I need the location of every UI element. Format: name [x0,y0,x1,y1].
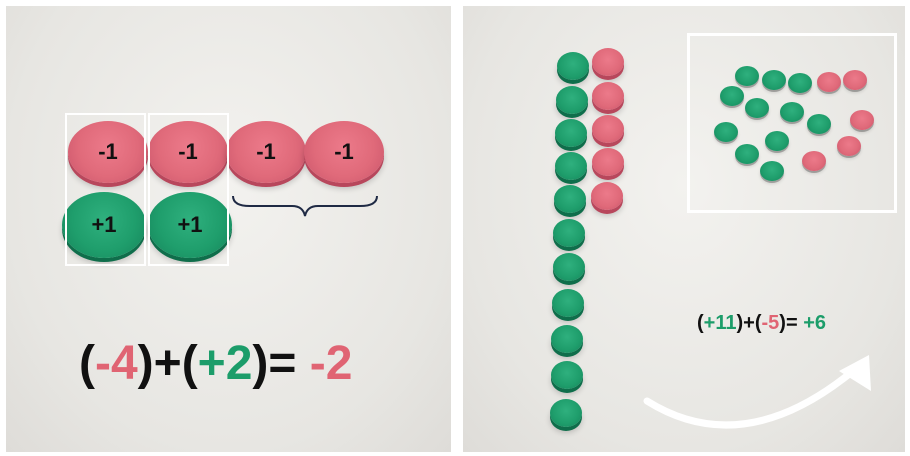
chip-label: +1 [91,212,117,237]
chip-label: -1 [334,139,354,164]
positive-chip [553,219,585,247]
positive-chip [735,66,759,86]
positive-chip [556,86,588,114]
positive-chip [551,325,583,353]
curved-arrow-icon [643,355,871,429]
equation-paren: ( [79,337,95,390]
positive-chip [550,399,582,427]
positive-chip [552,289,584,317]
chip-label: -1 [256,139,276,164]
equation-term-positive: +2 [197,337,253,390]
negative-chip [802,151,826,171]
negative-chip [817,72,841,92]
positive-chip [553,253,585,281]
positive-chip [555,152,587,180]
positive-chip [745,98,769,118]
positive-chip: +1 [148,192,232,258]
negative-chip [837,136,861,156]
negative-chip [592,148,624,176]
chip-label: -1 [98,139,118,164]
negative-chip [592,48,624,76]
positive-chip [557,52,589,80]
negative-chip [843,70,867,90]
negative-chip [591,182,623,210]
negative-chip [592,82,624,110]
positive-chip [554,185,586,213]
positive-chip [714,122,738,142]
positive-chip [555,119,587,147]
right-photo-panel: (+11)+(-5)= +6 [463,6,905,452]
negative-chip: -1 [148,121,228,183]
positive-chip: +1 [62,192,146,258]
positive-chip [760,161,784,181]
negative-chip: -1 [304,121,384,183]
equation-operator: )+( [137,337,198,390]
equation-equals: )= [252,337,297,390]
negative-chip: -1 [68,121,148,183]
zero-pair-frame [65,113,146,266]
equation-term-negative: -5 [761,312,780,334]
positive-chip [720,86,744,106]
equation-operator: )+( [736,312,762,334]
chip-label: +1 [177,212,203,237]
equation-result: +6 [797,312,826,334]
positive-chip [762,70,786,90]
positive-chip [765,131,789,151]
inset-frame [687,33,897,213]
positive-chip [807,114,831,134]
equation-term-positive: +11 [703,312,737,334]
equation-result: -2 [296,337,353,390]
negative-chip: -1 [226,121,306,183]
equation-equals: )= [779,312,798,334]
equation-term-negative: -4 [94,337,138,390]
zero-pair-frame [148,113,229,266]
negative-chip [592,115,624,143]
positive-chip [780,102,804,122]
equation-paren: ( [697,312,704,334]
positive-chip [788,73,812,93]
chip-label: -1 [178,139,198,164]
equation-right: (+11)+(-5)= +6 [697,312,826,335]
negative-chip [850,110,874,130]
equation-left: (-4)+(+2)= -2 [79,336,352,391]
curly-brace [232,195,378,217]
positive-chip [551,361,583,389]
left-photo-panel: -1 -1 -1 -1 +1 +1 (-4)+(+2)= -2 [6,6,451,452]
positive-chip [735,144,759,164]
